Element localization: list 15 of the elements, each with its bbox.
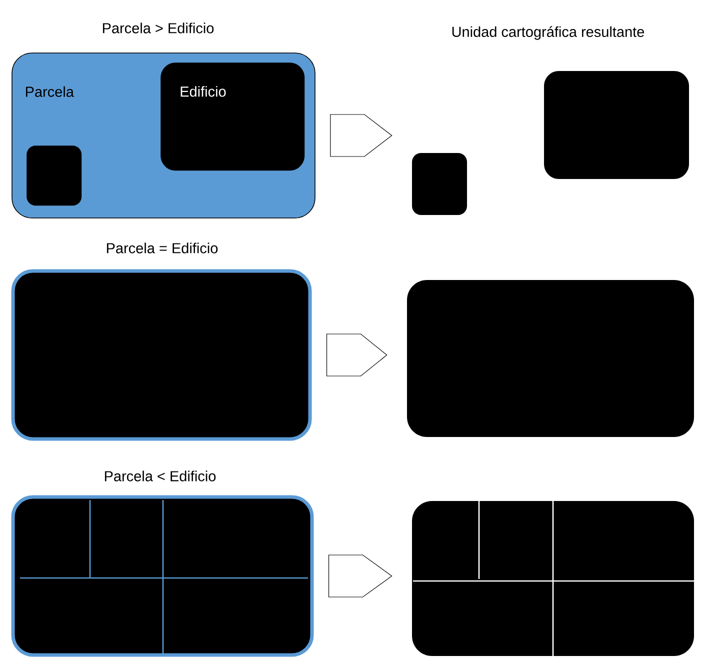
parcel-box: [11, 269, 312, 441]
row-heading: Parcela < Edificio: [104, 470, 216, 482]
building-box: [26, 146, 82, 206]
row-heading: Parcela > Edificio: [102, 22, 214, 34]
block-arrow: [326, 334, 388, 376]
building-box: Edificio: [160, 62, 305, 171]
block-arrow: [328, 554, 392, 598]
map-unit-box: [412, 501, 694, 656]
parcel-box: [11, 495, 314, 657]
map-unit-box: [412, 153, 467, 215]
map-unit-box: [407, 280, 694, 437]
row-heading: Parcela = Edificio: [106, 242, 218, 254]
map-unit-box: [544, 71, 689, 179]
block-arrow: [330, 114, 392, 157]
row-heading: Unidad cartográfica resultante: [452, 26, 644, 40]
